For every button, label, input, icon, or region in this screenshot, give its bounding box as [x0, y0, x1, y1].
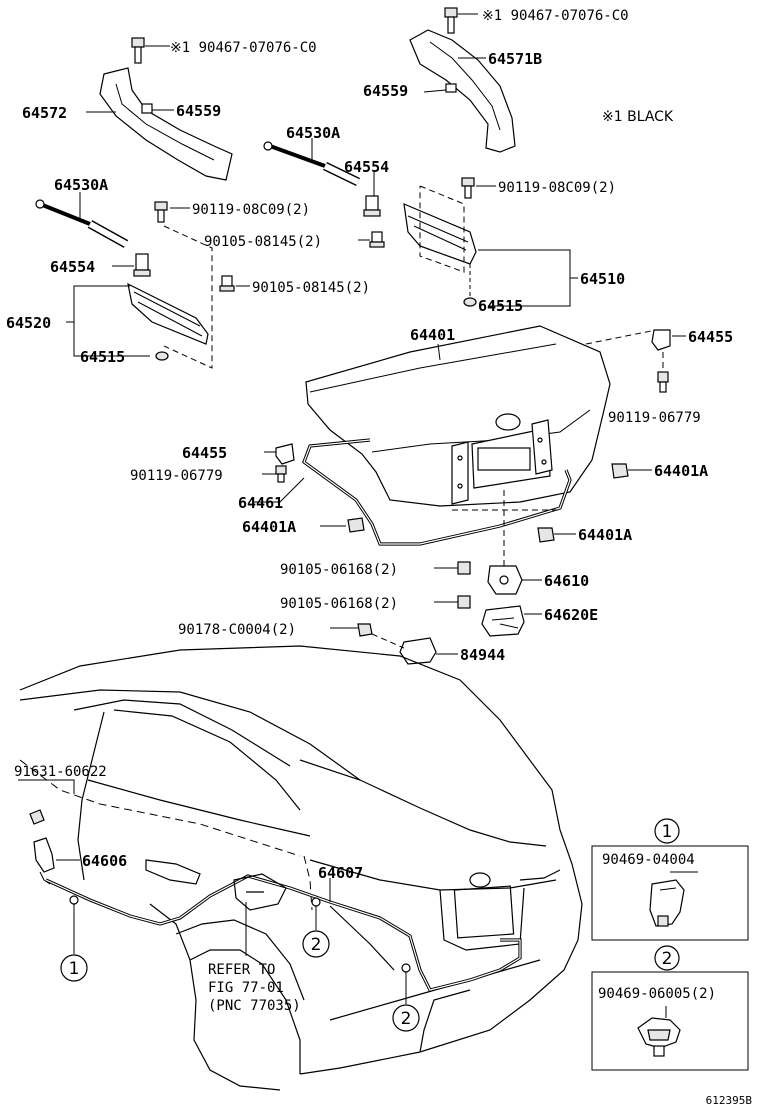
label-64572: 64572	[22, 104, 67, 122]
label-64520: 64520	[6, 314, 51, 332]
detail-box-2: 2 90469-06005(2)	[591, 945, 749, 1071]
label-90119-06779-right: 90119-06779	[608, 410, 701, 426]
label-64559-right: 64559	[363, 82, 408, 100]
label-90105-06168-upper: 90105-06168(2)	[280, 562, 398, 578]
stopper-64455-left	[275, 443, 295, 483]
bolt-90105-08145-lower-icon	[219, 275, 235, 292]
label-64554-upper: 64554	[344, 158, 389, 176]
callout-2-marker-b	[392, 1004, 420, 1032]
fuel-door	[233, 873, 287, 911]
detail-box-2-part: 90469-06005(2)	[598, 986, 716, 1002]
bolt-90119-08c09-right-icon	[461, 177, 475, 199]
label-64461: 64461	[238, 494, 283, 512]
callout-1-text: 1	[69, 959, 80, 979]
detail-box-1-part: 90469-04004	[602, 852, 695, 868]
label-64530a-upper: 64530A	[286, 124, 340, 142]
label-64554-left: 64554	[50, 258, 95, 276]
label-64571b: 64571B	[488, 50, 542, 68]
label-64606: 64606	[82, 852, 127, 870]
hinge-cover-right	[409, 29, 516, 153]
screw-top-left-icon	[131, 37, 170, 64]
label-64610: 64610	[544, 572, 589, 590]
bolt-90119-08c09-left-icon	[154, 201, 168, 223]
label-90105-06168-lower: 90105-06168(2)	[280, 596, 398, 612]
label-64401a-left: 64401A	[242, 518, 296, 536]
gas-strut-upper	[263, 141, 360, 187]
label-64401a-right: 64401A	[654, 462, 708, 480]
callout-2-marker-a	[302, 930, 330, 958]
trunk-lid	[305, 325, 611, 507]
label-screw-top-left: ※1 90467-07076-C0	[170, 40, 317, 56]
opener-64606	[29, 809, 55, 885]
label-90105-08145-lower: 90105-08145(2)	[252, 280, 370, 296]
gas-strut-left	[35, 199, 129, 248]
label-64455-right: 64455	[688, 328, 733, 346]
reference-line1: REFER TO	[208, 962, 275, 978]
detail-box-1-number: 1	[662, 822, 673, 842]
stopper-64455-right	[651, 329, 671, 393]
latch-64620e	[457, 595, 525, 637]
cushion-64401a-center-icon	[537, 527, 555, 543]
bolt-90105-08145-upper-icon	[369, 231, 385, 248]
label-90119-08c09-right: 90119-08C09(2)	[498, 180, 616, 196]
label-64607: 64607	[318, 864, 363, 882]
detail-box-1: 1 90469-04004	[591, 818, 749, 941]
car-body-outline	[19, 645, 583, 1091]
label-64515-right: 64515	[478, 297, 523, 315]
note-black: ※1 BLACK	[602, 109, 674, 125]
bushing-64515-left-icon	[155, 351, 169, 361]
label-64515-left: 64515	[80, 348, 125, 366]
bushing-64515-right-icon	[463, 297, 477, 307]
cushion-64401a-right-icon	[611, 463, 629, 479]
lock-64610	[457, 561, 523, 595]
callout-1-marker	[60, 954, 88, 982]
hinge-left	[127, 253, 209, 345]
label-64401a-center: 64401A	[578, 526, 632, 544]
detail-box-2-number: 2	[662, 949, 673, 969]
screw-top-right-icon	[444, 7, 478, 34]
label-64401: 64401	[410, 326, 455, 344]
label-64510: 64510	[580, 270, 625, 288]
label-64620e: 64620E	[544, 606, 598, 624]
figure-code: 612395B	[706, 1094, 753, 1107]
callout-2b-text: 2	[401, 1009, 412, 1029]
label-90105-08145-upper: 90105-08145(2)	[204, 234, 322, 250]
label-64530a-left: 64530A	[54, 176, 108, 194]
switch-84944	[357, 623, 437, 665]
label-90119-06779-left: 90119-06779	[130, 468, 223, 484]
label-90119-08c09-left: 90119-08C09(2)	[192, 202, 310, 218]
callout-2a-text: 2	[311, 935, 322, 955]
reference-line3: (PNC 77035)	[208, 998, 301, 1014]
label-screw-top-right: ※1 90467-07076-C0	[482, 8, 629, 24]
label-90178-c0004: 90178-C0004(2)	[178, 622, 296, 638]
reference-line2: FIG 77-01	[208, 980, 284, 996]
label-91631-60622: 91631-60622	[14, 764, 107, 780]
label-64455-left: 64455	[182, 444, 227, 462]
label-64559-left: 64559	[176, 102, 221, 120]
cushion-64401a-left-icon	[347, 517, 365, 533]
hinge-cover-left	[99, 67, 233, 181]
label-84944: 84944	[460, 646, 505, 664]
